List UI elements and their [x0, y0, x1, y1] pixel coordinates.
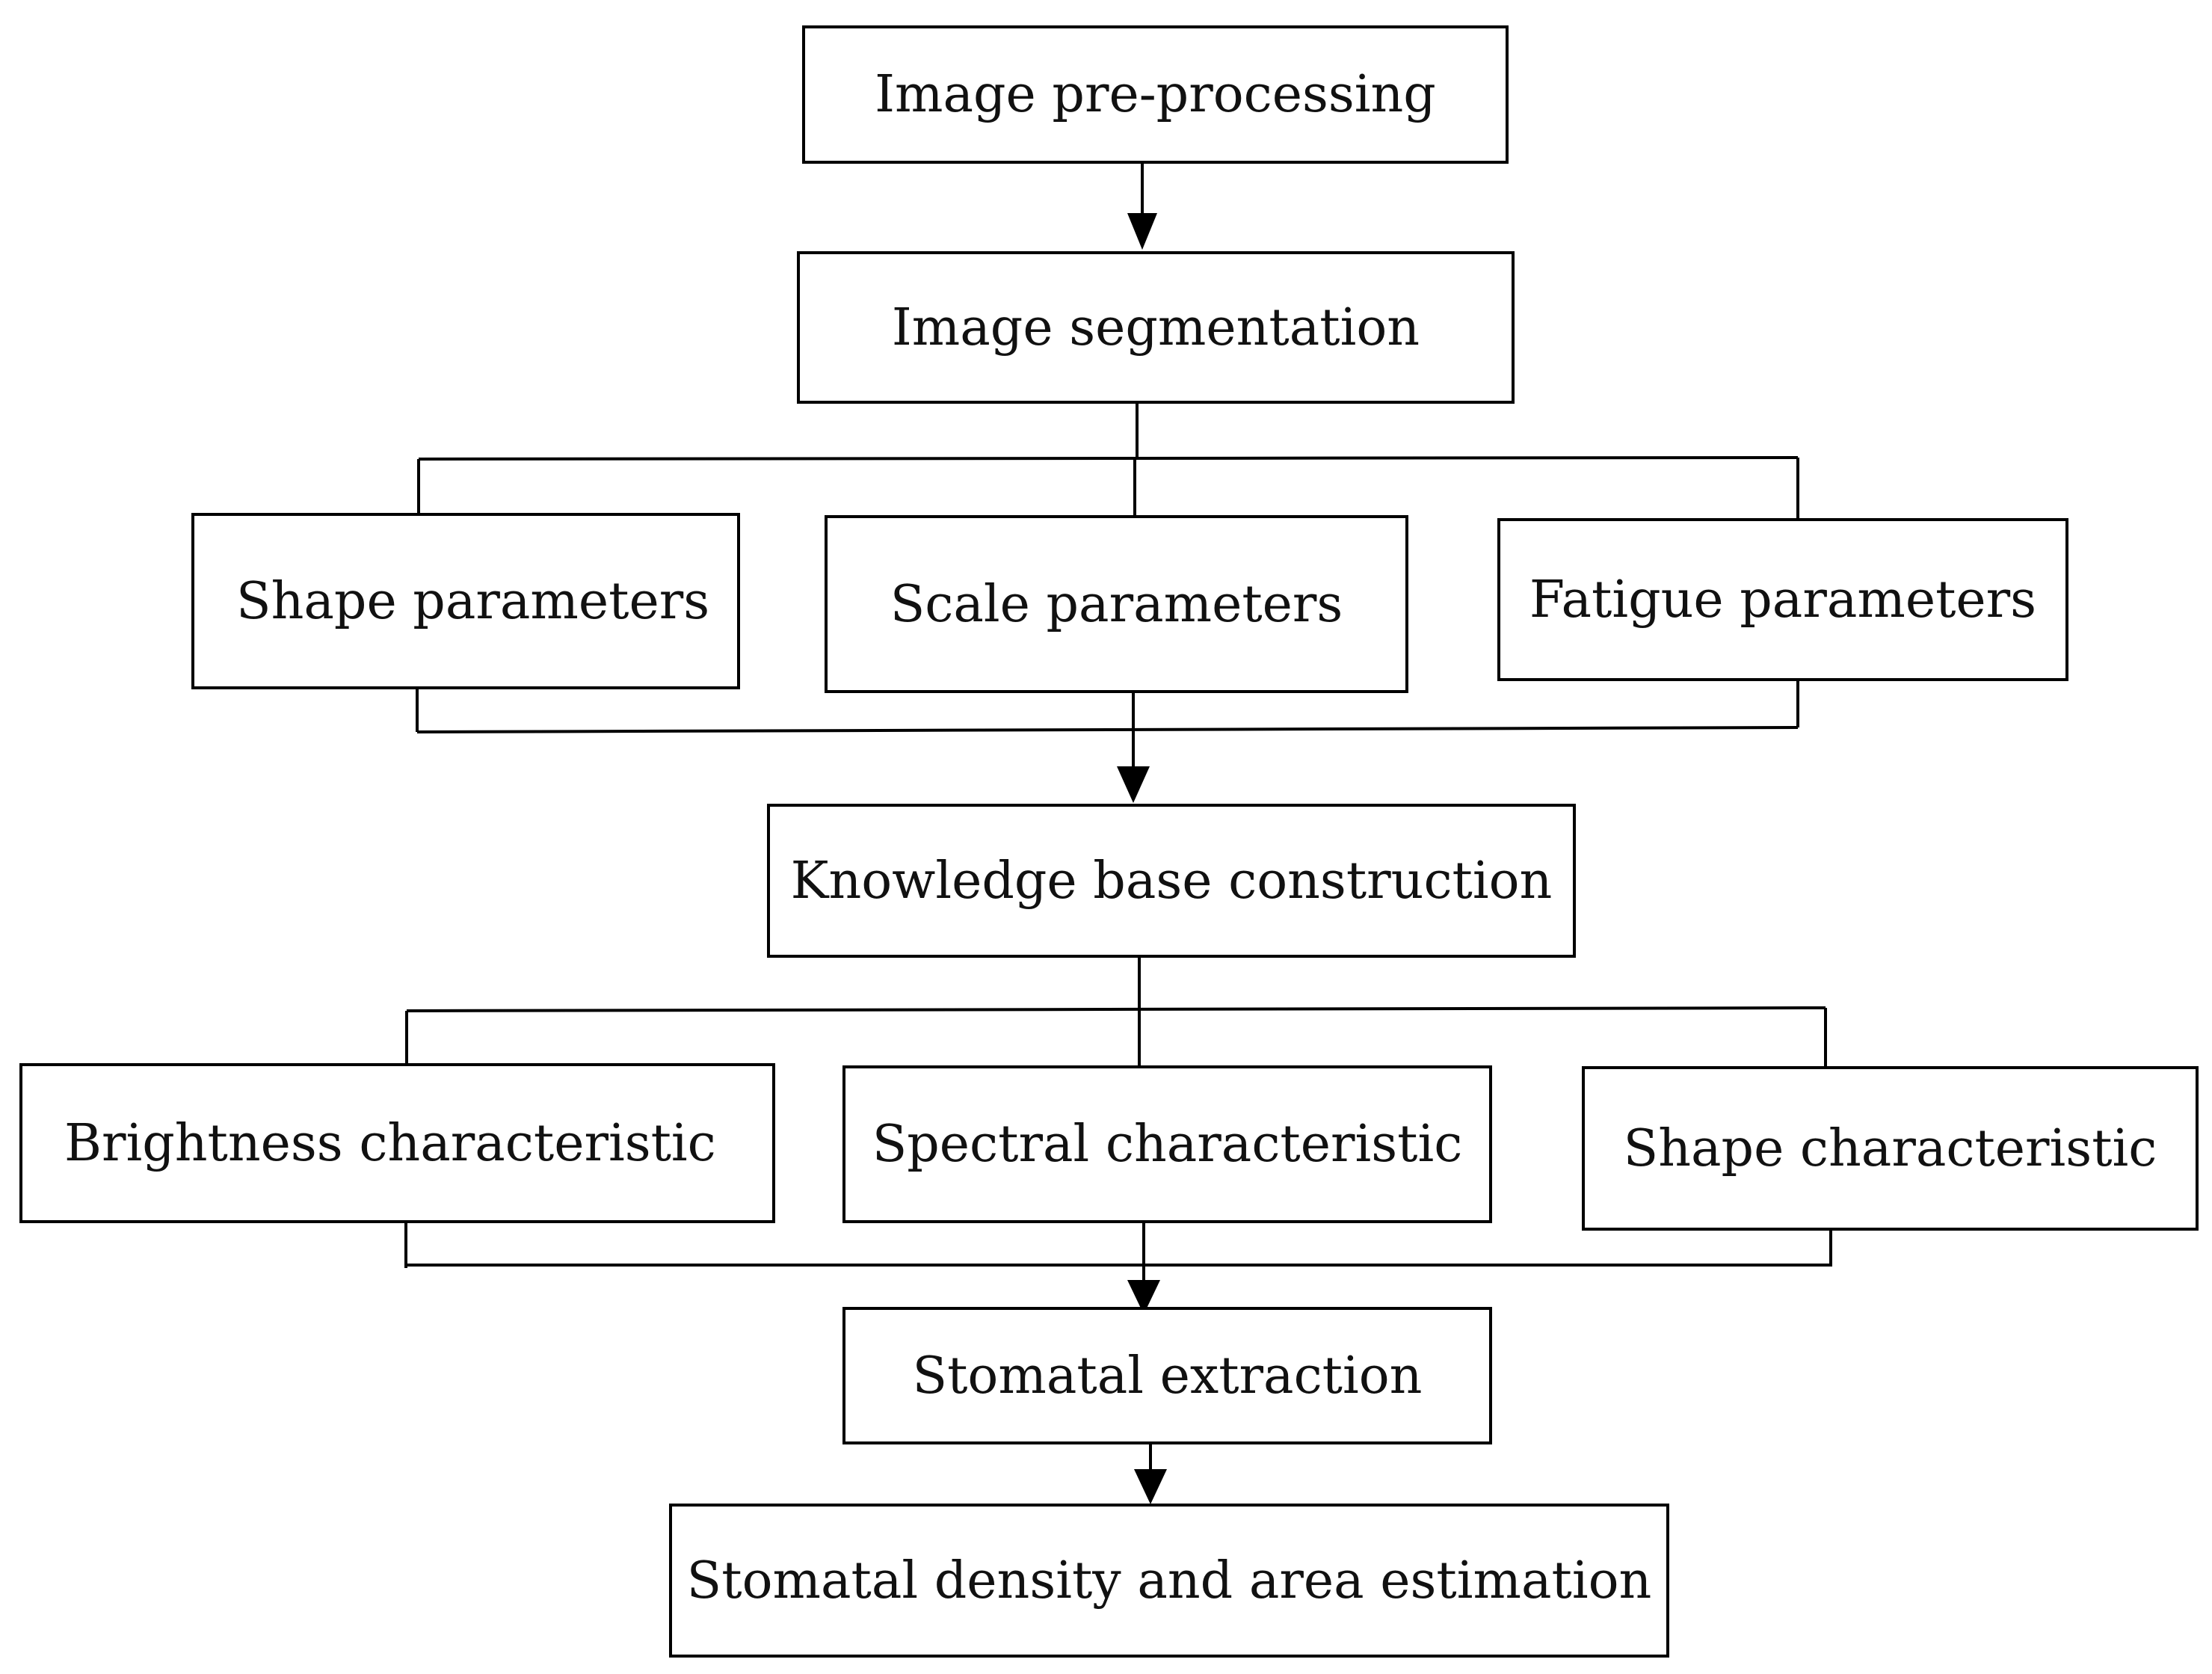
node-image-segmentation: Image segmentation: [797, 251, 1515, 404]
arrowhead-icon: [1134, 1469, 1167, 1504]
node-shape-characteristic: Shape characteristic: [1582, 1066, 2199, 1231]
node-label: Knowledge base construction: [790, 851, 1553, 911]
node-label: Stomatal density and area estimation: [686, 1551, 1652, 1610]
node-label: Shape characteristic: [1623, 1118, 2157, 1178]
node-label: Image segmentation: [891, 298, 1420, 357]
node-label: Brightness characteristic: [64, 1113, 716, 1173]
characteristic-top-bus: [406, 1006, 1826, 1012]
node-scale-parameters: Scale parameters: [825, 515, 1408, 693]
arrowhead-icon: [1127, 213, 1157, 250]
node-stomatal-extraction: Stomatal extraction: [842, 1307, 1492, 1444]
node-stomatal-density-area-estimation: Stomatal density and area estimation: [669, 1504, 1669, 1658]
node-knowledge-base-construction: Knowledge base construction: [767, 804, 1576, 958]
node-fatigue-parameters: Fatigue parameters: [1497, 518, 2068, 681]
node-brightness-characteristic: Brightness characteristic: [19, 1063, 775, 1223]
parameter-bottom-bus: [416, 726, 1799, 733]
node-label: Image pre-processing: [875, 65, 1436, 124]
node-label: Scale parameters: [890, 574, 1343, 634]
arrowhead-icon: [1117, 766, 1150, 803]
node-label: Stomatal extraction: [912, 1346, 1423, 1406]
node-label: Spectral characteristic: [872, 1115, 1463, 1174]
node-shape-parameters: Shape parameters: [191, 513, 740, 689]
parameter-top-bus: [418, 456, 1799, 461]
node-label: Fatigue parameters: [1529, 570, 2037, 630]
node-spectral-characteristic: Spectral characteristic: [842, 1065, 1492, 1223]
arrowhead-icon: [1127, 1280, 1160, 1314]
node-label: Shape parameters: [236, 571, 710, 631]
node-image-preprocessing: Image pre-processing: [802, 25, 1509, 164]
